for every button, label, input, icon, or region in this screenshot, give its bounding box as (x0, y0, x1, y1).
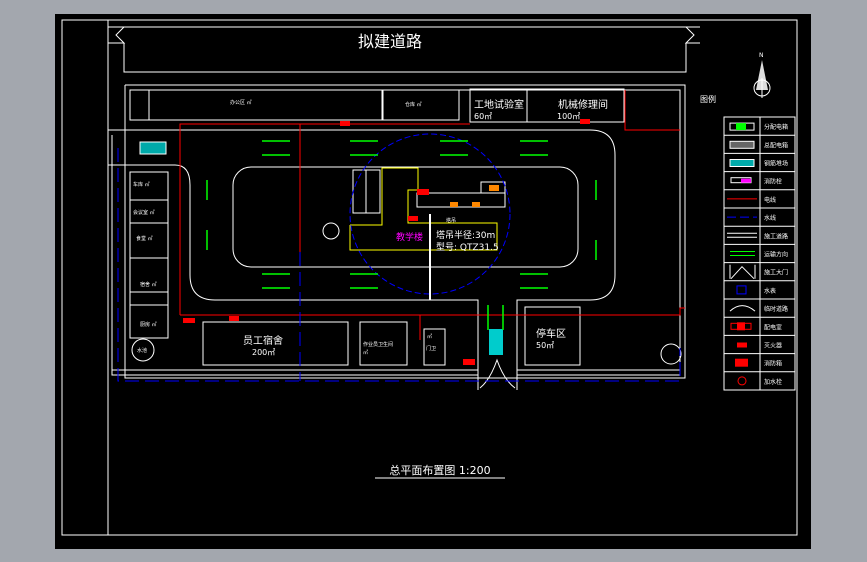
hatch-box-icon (729, 159, 755, 167)
north-arrow-icon (753, 60, 771, 98)
legend-table: 分配电箱总配电箱钢筋堆场消防栓电线水线施工道路运输方向施工大门水表临时道路配电室… (723, 116, 796, 391)
toilet-block (359, 321, 408, 366)
dorm-label: 员工宿舍 (243, 334, 283, 347)
fire-box-icon (735, 358, 748, 367)
svg-text:门卫: 门卫 (426, 345, 436, 352)
water-tank (131, 338, 155, 362)
top-small-building (382, 89, 460, 121)
crane-radius-circle (349, 133, 511, 295)
drawing-frame (61, 19, 798, 536)
parking-area (524, 306, 581, 366)
arc-icon (729, 305, 756, 312)
lab-repair-building (469, 88, 625, 123)
north-label: N (759, 52, 764, 59)
svg-text:作业员卫生间: 作业员卫生间 (363, 341, 393, 348)
legend-label: 水表 (764, 287, 776, 295)
green-arrow-icon (730, 251, 755, 256)
svg-text:㎡: ㎡ (427, 333, 432, 340)
double-line-icon (727, 232, 757, 238)
svg-text:会议室 ㎡: 会议室 ㎡ (133, 209, 155, 216)
site-boundary (124, 84, 686, 379)
legend-label: 钢筋堆场 (764, 160, 788, 168)
water-line (117, 148, 681, 382)
parking-area-text: 50㎡ (536, 341, 554, 350)
main-gate (477, 358, 518, 390)
road-label: 拟建道路 (358, 32, 422, 51)
wash-pit (489, 329, 503, 355)
teaching-label: 教学楼 (396, 231, 423, 243)
left-rooms: 车库 ㎡ 会议室 ㎡ 食堂 ㎡ 宿舍 ㎡ 厨房 ㎡ (129, 171, 169, 339)
legend-label: 电线 (764, 196, 776, 204)
svg-text:宿舍 ㎡: 宿舍 ㎡ (140, 281, 157, 288)
traffic-arrows (206, 140, 597, 330)
legend-label: 消防箱 (764, 360, 782, 368)
parking-label: 停车区 (536, 327, 566, 340)
dorm-area: 200㎡ (252, 348, 275, 357)
hydrant-icon (737, 376, 747, 386)
grey-box-icon (729, 140, 755, 149)
material-yard (139, 141, 167, 155)
svg-text:㎡: ㎡ (363, 349, 368, 356)
legend-label: 分配电箱 (764, 123, 788, 131)
repair-area: 100㎡ (557, 112, 580, 121)
legend-label: 水线 (764, 214, 776, 222)
guard-room (423, 328, 446, 366)
distribution-boxes (183, 119, 590, 365)
water-tank-right (660, 343, 682, 365)
legend-label: 总配电箱 (764, 141, 788, 149)
legend-label: 施工道路 (764, 232, 788, 240)
crane-radius: 塔吊半径:30m (436, 229, 495, 241)
legend-title: 图例 (700, 94, 716, 104)
crane-base (322, 222, 340, 240)
internal-road (108, 129, 680, 380)
water-tank-label: 水池 (137, 347, 147, 354)
dormitory (202, 321, 349, 366)
legend-label: 消防栓 (764, 178, 782, 186)
red-box-icon (730, 322, 752, 331)
magenta-box-icon (730, 177, 752, 184)
lab-label: 工地试验室 (474, 98, 524, 111)
gate-icon (729, 264, 756, 280)
crane-model: 型号: QTZ31.5 (436, 242, 499, 253)
top-long-building (148, 89, 383, 121)
svg-text:厨房 ㎡: 厨房 ㎡ (140, 321, 157, 328)
legend-label: 施工大门 (764, 269, 788, 277)
svg-text:车库 ㎡: 车库 ㎡ (133, 181, 150, 188)
power-line (179, 90, 685, 340)
lab-area: 60㎡ (474, 112, 492, 121)
legend-label: 加水栓 (764, 378, 782, 386)
water-meter-icon (736, 285, 747, 295)
legend-label: 配电室 (764, 323, 782, 331)
legend-label: 灭火器 (764, 343, 782, 350)
top-small-label: 仓库 ㎡ (405, 101, 422, 108)
drawing-title: 总平面布置图 1:200 (389, 463, 490, 477)
proposed-road (108, 26, 700, 73)
legend-label: 运输方向 (764, 251, 788, 259)
repair-label: 机械修理间 (558, 98, 608, 111)
svg-text:食堂 ㎡: 食堂 ㎡ (136, 235, 153, 242)
legend-label: 临时道路 (764, 305, 788, 313)
crane-tag: 塔吊 (446, 217, 456, 224)
green-box-icon (729, 122, 755, 131)
top-long-label: 办公区 ㎡ (230, 99, 252, 106)
extinguisher-icon (737, 342, 747, 348)
